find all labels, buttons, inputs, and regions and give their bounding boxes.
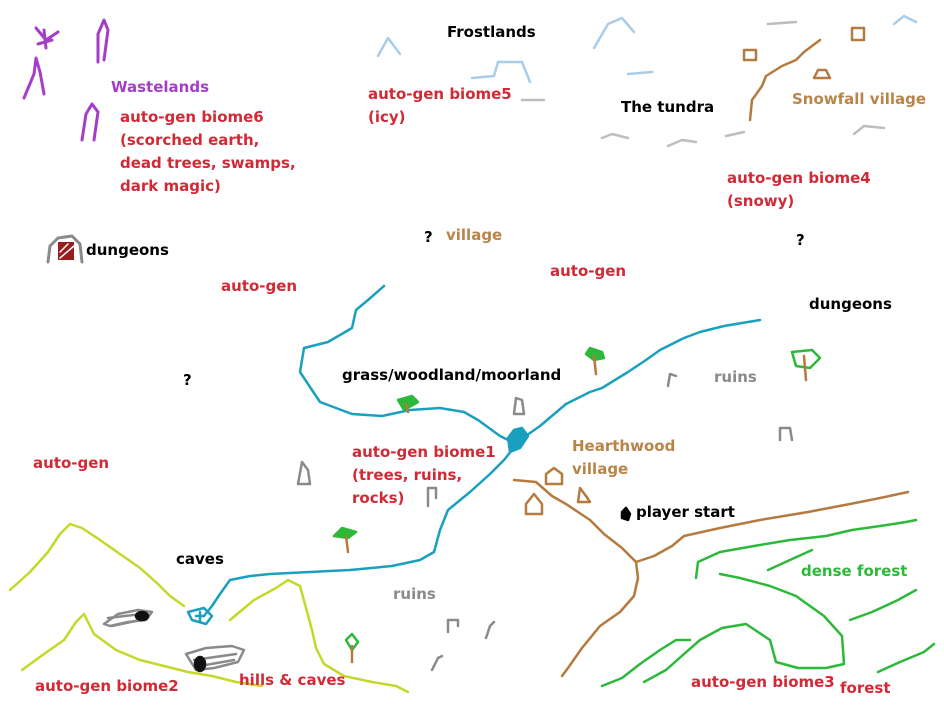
biome-label-biome5: auto-gen biome5 (icy) [368, 85, 512, 126]
village-house-icon [524, 492, 544, 516]
poi-label-caves: caves [176, 550, 224, 568]
cave-entrance-icon [102, 608, 154, 628]
forest-contours [600, 518, 936, 688]
biome-label-autogen-far-west: auto-gen [33, 454, 110, 472]
wasteland-tree-icon [80, 102, 100, 142]
region-label-forest: forest [840, 679, 891, 697]
wasteland-trees [22, 18, 110, 142]
poi-label-dungeons-west: dungeons [86, 241, 169, 259]
settlement-label-snowfall-village: Snowfall village [792, 90, 927, 108]
biome-label-biome1: auto-gen biome1 (trees, ruins, rocks) [352, 443, 496, 507]
tree-icon [396, 394, 420, 414]
snow-house-icon [850, 26, 866, 42]
tree-icon [332, 526, 358, 554]
region-label-dense-forest: dense forest [801, 562, 908, 580]
biome-label-biome6: auto-gen biome6 (scorched earth, dead tr… [120, 108, 296, 195]
ice-peaks [376, 14, 918, 84]
settlement-label-village: village [446, 226, 503, 244]
river [186, 284, 762, 626]
unknown-marker-east: ? [796, 231, 805, 249]
biome-label-autogen-north: auto-gen [550, 262, 627, 280]
player-marker-icon [620, 506, 632, 522]
ruin-pillar-icon [446, 618, 460, 634]
ruin-pillar-icon [512, 396, 526, 416]
snow-house-icon [812, 68, 832, 80]
roads [512, 478, 910, 678]
poi-label-player-start: player start [636, 503, 735, 521]
ruin-pillar-icon [484, 620, 496, 640]
trees [332, 346, 822, 664]
poi-label-ruins-east: ruins [714, 368, 757, 386]
hearthwood-houses [524, 466, 592, 516]
region-label-tundra: The tundra [621, 98, 715, 116]
region-label-frostlands: Frostlands [447, 23, 536, 41]
poi-label-ruins-south: ruins [393, 585, 436, 603]
biome-label-autogen-west: auto-gen [221, 277, 298, 295]
snow-drifts [520, 20, 886, 148]
wasteland-tree-icon [96, 18, 110, 64]
ruin-pillar-icon [666, 372, 678, 388]
tree-icon [344, 632, 360, 664]
poi-label-dungeons-east: dungeons [809, 295, 892, 313]
ruin-pillar-icon [426, 486, 438, 508]
ruins-rocks [296, 372, 794, 672]
region-label-hills-caves: hills & caves [239, 671, 346, 689]
snowfall-houses [742, 26, 866, 80]
caves [102, 608, 246, 673]
village-house-icon [576, 486, 592, 504]
ruin-pillar-icon [430, 654, 444, 672]
cave-entrance-icon [184, 644, 246, 673]
dungeon-entrance-icon [46, 234, 84, 264]
region-label-wastelands: Wastelands [111, 78, 210, 96]
region-label-grassland: grass/woodland/moorland [342, 366, 562, 384]
unknown-marker-west: ? [183, 371, 192, 389]
biome-label-biome4: auto-gen biome4 (snowy) [727, 169, 871, 210]
ice-peak-icon [892, 14, 918, 26]
ice-peak-icon [626, 70, 654, 76]
tree-icon [584, 346, 606, 376]
tree-icon [790, 348, 822, 382]
unknown-marker-village: ? [424, 228, 433, 246]
ruin-pillar-icon [778, 426, 794, 442]
wasteland-tree-icon [22, 56, 46, 100]
snow-house-icon [742, 48, 758, 62]
hills [8, 522, 410, 694]
biome-label-biome3: auto-gen biome3 [691, 673, 835, 691]
ice-peak-icon [376, 36, 402, 58]
ice-peak-icon [592, 16, 636, 50]
ice-peak-icon [470, 60, 532, 84]
road-north [748, 38, 822, 122]
village-house-icon [544, 466, 564, 486]
wasteland-tree-icon [34, 26, 60, 50]
biome-label-biome2: auto-gen biome2 [35, 677, 179, 695]
settlement-label-hearthwood-village: Hearthwood village [572, 437, 676, 478]
ruin-pillar-icon [296, 460, 312, 486]
